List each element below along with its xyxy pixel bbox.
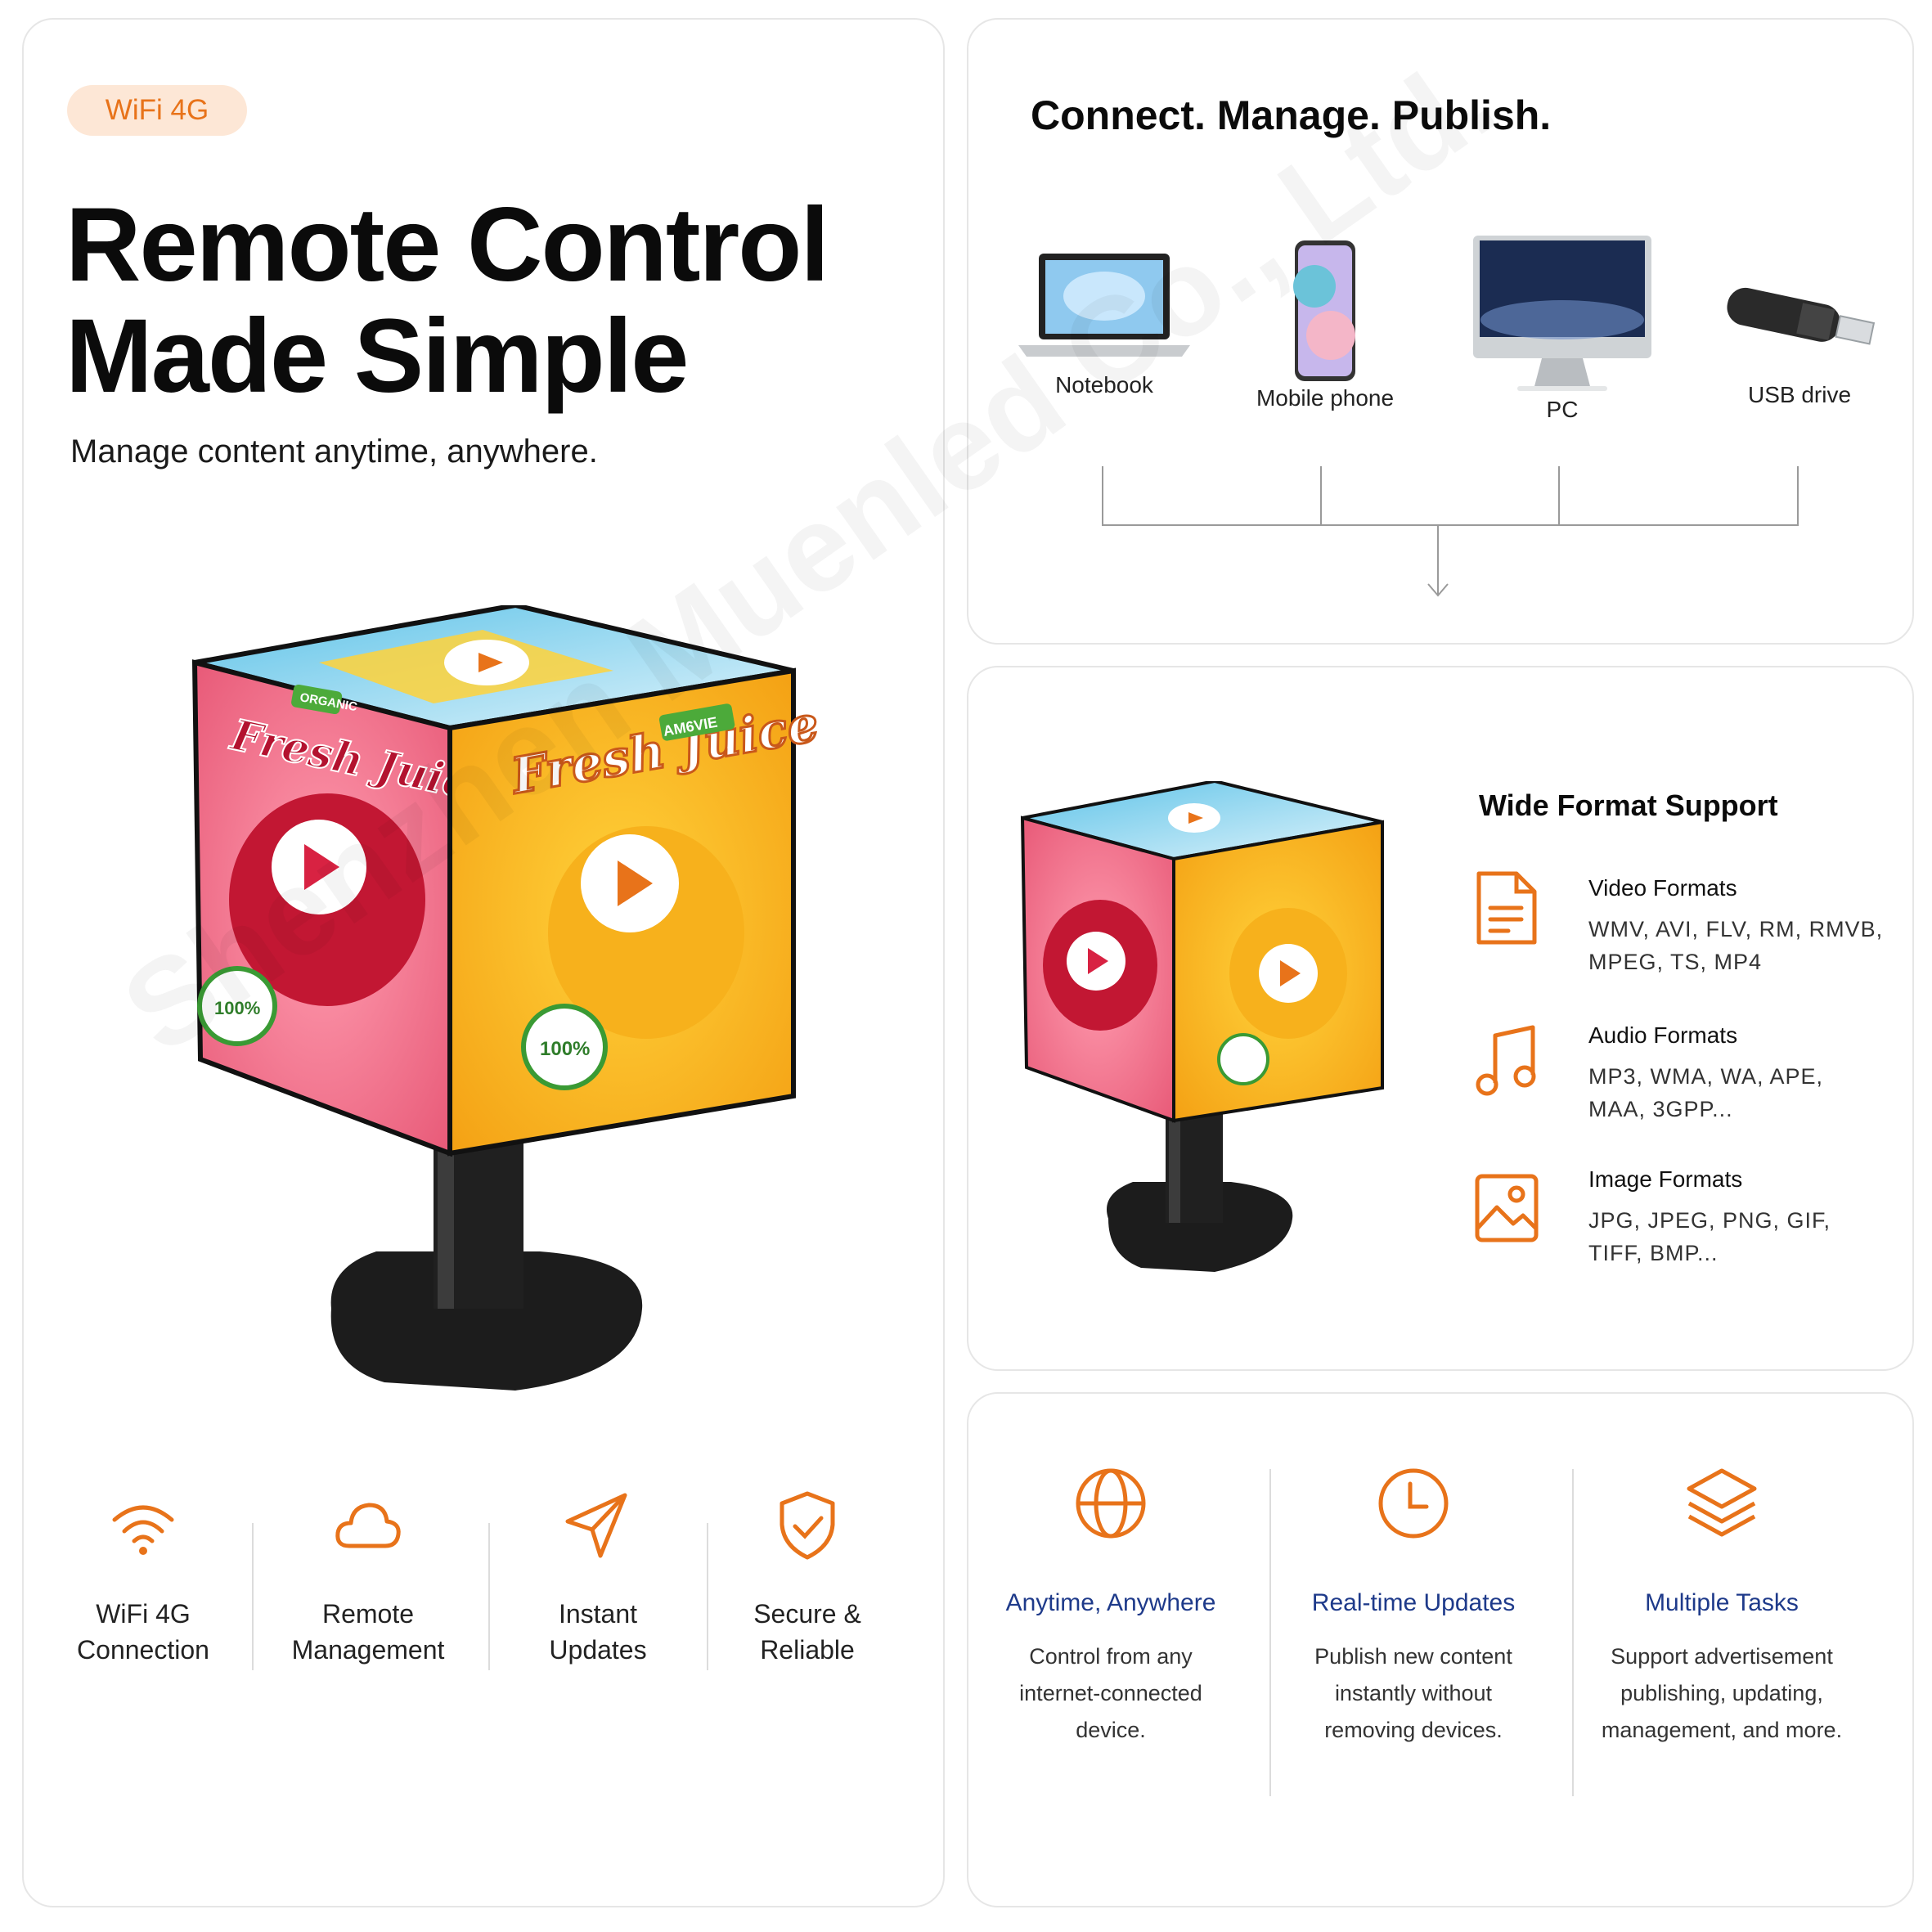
led-cube-display-small-image (1020, 781, 1384, 1272)
benefit-title: Multiple Tasks (1645, 1589, 1799, 1616)
page-title: Remote Control Made Simple (65, 186, 829, 415)
device-label: PC (1546, 397, 1579, 422)
document-icon (1476, 871, 1537, 945)
format-name: Video Formats (1588, 875, 1737, 901)
send-icon (565, 1493, 627, 1558)
connection-lines (1102, 466, 1799, 597)
device-label: USB drive (1747, 382, 1852, 407)
benefit-title: Real-time Updates (1311, 1589, 1516, 1616)
device-mobile: Mobile phone (1227, 237, 1423, 411)
feature-label: Secure & Reliable (753, 1599, 861, 1665)
format-list: JPG, JPEG, PNG, GIF, TIFF, BMP... (1588, 1208, 1831, 1265)
format-name: Audio Formats (1588, 1022, 1738, 1048)
title-line-1: Remote Control (65, 186, 829, 303)
format-name: Image Formats (1588, 1166, 1743, 1192)
notebook-icon (1018, 254, 1190, 357)
benefit-title: Anytime, Anywhere (1005, 1589, 1216, 1616)
formats-title: Wide Format Support (1479, 789, 1778, 822)
device-usb: USB drive (1701, 270, 1898, 408)
format-list: WMV, AVI, FLV, RM, RMVB, MPEG, TS, MP4 (1588, 917, 1884, 974)
clock-icon (1378, 1468, 1449, 1539)
feature-label: Instant Updates (549, 1599, 647, 1665)
divider (1572, 1469, 1574, 1796)
music-note-icon (1476, 1025, 1536, 1096)
benefit-text: Publish new content instantly without re… (1314, 1644, 1512, 1742)
feature-remote: Remote Management (266, 1489, 470, 1668)
feature-wifi: WiFi 4G Connection (41, 1489, 245, 1668)
right-face-seal: 100% (540, 1038, 590, 1060)
device-label: Mobile phone (1256, 385, 1395, 411)
benefits-card (967, 1392, 1914, 1907)
device-pc: PC (1464, 234, 1660, 423)
wifi-4g-badge: WiFi 4G (67, 85, 247, 136)
cloud-icon (335, 1503, 401, 1548)
mobile-phone-icon (1293, 240, 1355, 381)
feature-instant: Instant Updates (496, 1489, 700, 1668)
benefit-text: Support advertisement publishing, updati… (1601, 1644, 1843, 1742)
divider (488, 1523, 490, 1670)
pc-icon (1473, 236, 1651, 391)
divider (707, 1523, 708, 1670)
divider (1269, 1469, 1271, 1796)
format-video: Video Formats WMV, AVI, FLV, RM, RMVB, M… (1588, 875, 1883, 978)
format-list: MP3, WMA, WA, APE, MAA, 3GPP... (1588, 1064, 1824, 1121)
device-notebook: Notebook (1006, 245, 1202, 398)
format-audio: Audio Formats MP3, WMA, WA, APE, MAA, 3G… (1588, 1022, 1823, 1126)
left-face-seal: 100% (214, 998, 260, 1018)
feature-label: Remote Management (291, 1599, 445, 1665)
benefit-realtime: Real-time Updates Publish new content in… (1278, 1464, 1548, 1749)
benefit-anytime: Anytime, Anywhere Control from any inter… (976, 1464, 1246, 1749)
benefit-text: Control from any internet-connected devi… (1019, 1644, 1202, 1742)
page-subtitle: Manage content anytime, anywhere. (70, 434, 598, 470)
title-line-2: Made Simple (65, 298, 689, 415)
device-label: Notebook (1055, 372, 1153, 398)
feature-secure: Secure & Reliable (705, 1489, 910, 1668)
globe-icon (1076, 1468, 1146, 1539)
led-cube-display-image: Fresh Juice ORGANIC 100% Fresh Juice AM6… (191, 605, 818, 1391)
format-image: Image Formats JPG, JPEG, PNG, GIF, TIFF,… (1588, 1166, 1831, 1269)
wifi-icon (112, 1505, 174, 1555)
feature-label: WiFi 4G Connection (77, 1599, 209, 1665)
image-icon (1475, 1174, 1539, 1242)
connect-title: Connect. Manage. Publish. (1031, 92, 1552, 138)
shield-check-icon (780, 1491, 835, 1560)
divider (252, 1523, 254, 1670)
layers-icon (1687, 1468, 1757, 1537)
benefit-multiple: Multiple Tasks Support advertisement pub… (1587, 1464, 1857, 1749)
usb-drive-icon (1727, 287, 1876, 345)
